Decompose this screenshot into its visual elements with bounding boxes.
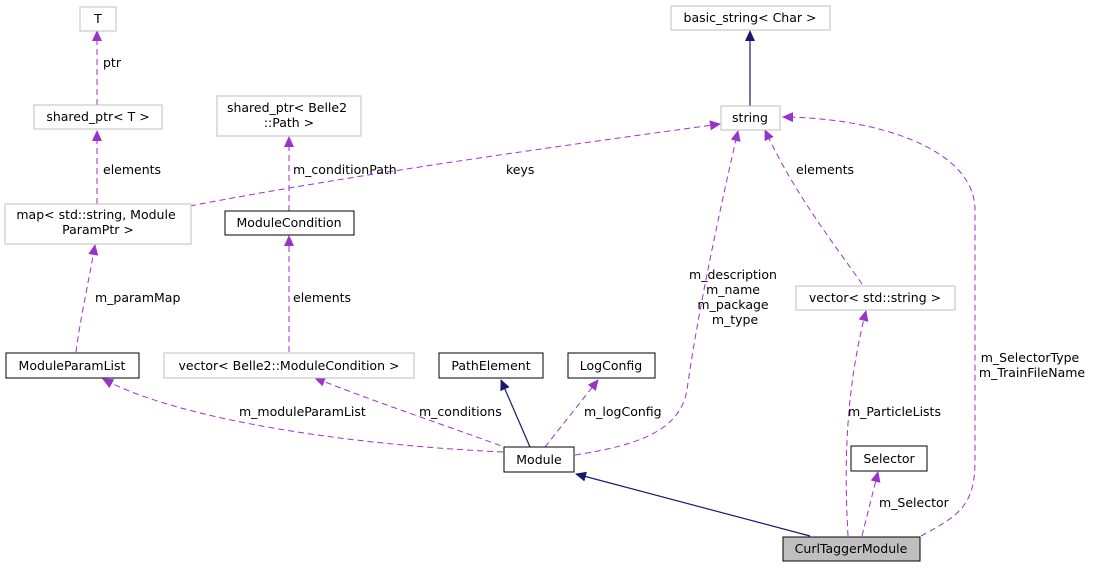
edge-label-param-map: m_paramMap xyxy=(95,290,180,305)
node-log-config[interactable]: LogConfig xyxy=(567,352,656,379)
svg-text:vector< Belle2::ModuleConditio: vector< Belle2::ModuleCondition > xyxy=(179,358,400,373)
svg-text:Selector: Selector xyxy=(863,451,915,466)
edge-particle-lists xyxy=(845,310,869,537)
svg-text:LogConfig: LogConfig xyxy=(580,358,642,373)
node-basic-string[interactable]: basic_string< Char > xyxy=(670,5,831,31)
svg-text:map< std::string, Module: map< std::string, Module ParamPtr > xyxy=(16,207,179,237)
edge-param-map xyxy=(75,244,99,353)
edge-module-param-list xyxy=(102,378,504,453)
edge-module-inherits-path-element xyxy=(500,379,531,448)
edge-curl-inherits-module xyxy=(575,471,811,537)
node-path-element[interactable]: PathElement xyxy=(438,352,544,379)
svg-text:string: string xyxy=(732,110,768,125)
edge-module-strings xyxy=(574,130,741,456)
svg-text:ModuleCondition: ModuleCondition xyxy=(236,215,341,230)
node-module[interactable]: Module xyxy=(503,446,575,473)
node-selector[interactable]: Selector xyxy=(850,445,928,472)
edge-selector-strings xyxy=(782,112,976,537)
edge-label-log-config: m_logConfig xyxy=(584,404,662,419)
edge-label-selector: m_Selector xyxy=(879,495,950,510)
edge-log-config xyxy=(544,379,599,448)
svg-text:ModuleParamList: ModuleParamList xyxy=(19,358,126,373)
node-curl-tagger-module[interactable]: CurlTaggerModule xyxy=(782,536,921,562)
edge-selector xyxy=(861,471,881,537)
node-map-module-param-ptr[interactable]: map< std::string, Module ParamPtr > xyxy=(4,203,192,245)
edge-label-elements-condition: elements xyxy=(293,290,351,305)
edge-label-ptr: ptr xyxy=(103,55,122,70)
edge-label-conditions: m_conditions xyxy=(419,404,502,419)
svg-text:Module: Module xyxy=(516,452,562,467)
edge-label-particle-lists: m_ParticleLists xyxy=(848,404,941,419)
edge-label-keys: keys xyxy=(506,162,534,177)
node-module-param-list[interactable]: ModuleParamList xyxy=(5,352,140,379)
edge-label-elements-shared-ptr: elements xyxy=(103,162,161,177)
node-string[interactable]: string xyxy=(720,105,781,131)
node-vector-module-condition[interactable]: vector< Belle2::ModuleCondition > xyxy=(163,352,415,379)
node-t[interactable]: T xyxy=(79,6,117,32)
edge-label-module-param-list: m_moduleParamList xyxy=(239,404,366,419)
edge-label-selector-strings: m_SelectorType m_TrainFileName xyxy=(979,350,1086,380)
svg-text:PathElement: PathElement xyxy=(451,358,530,373)
edge-keys xyxy=(189,120,721,207)
svg-text:shared_ptr< T >: shared_ptr< T > xyxy=(46,109,149,124)
edge-label-module-strings: m_description m_name m_package m_type xyxy=(689,267,781,327)
node-vector-string[interactable]: vector< std::string > xyxy=(795,285,956,311)
svg-text:T: T xyxy=(93,11,102,26)
edge-label-elements-vector-string: elements xyxy=(796,162,854,177)
edge-elements-vector-string xyxy=(764,129,863,285)
node-module-condition[interactable]: ModuleCondition xyxy=(224,210,355,236)
svg-text:vector< std::string >: vector< std::string > xyxy=(809,290,941,305)
svg-text:shared_ptr< Belle2 ::P: shared_ptr< Belle2 ::Path > xyxy=(227,100,351,130)
svg-text:basic_string< Char >: basic_string< Char > xyxy=(684,10,817,25)
edge-conditions xyxy=(314,377,511,450)
node-shared-ptr-t[interactable]: shared_ptr< T > xyxy=(33,104,163,130)
svg-text:CurlTaggerModule: CurlTaggerModule xyxy=(795,541,908,556)
node-shared-ptr-path[interactable]: shared_ptr< Belle2 ::Path > xyxy=(216,95,362,137)
edge-label-condition-path: m_conditionPath xyxy=(293,162,397,177)
